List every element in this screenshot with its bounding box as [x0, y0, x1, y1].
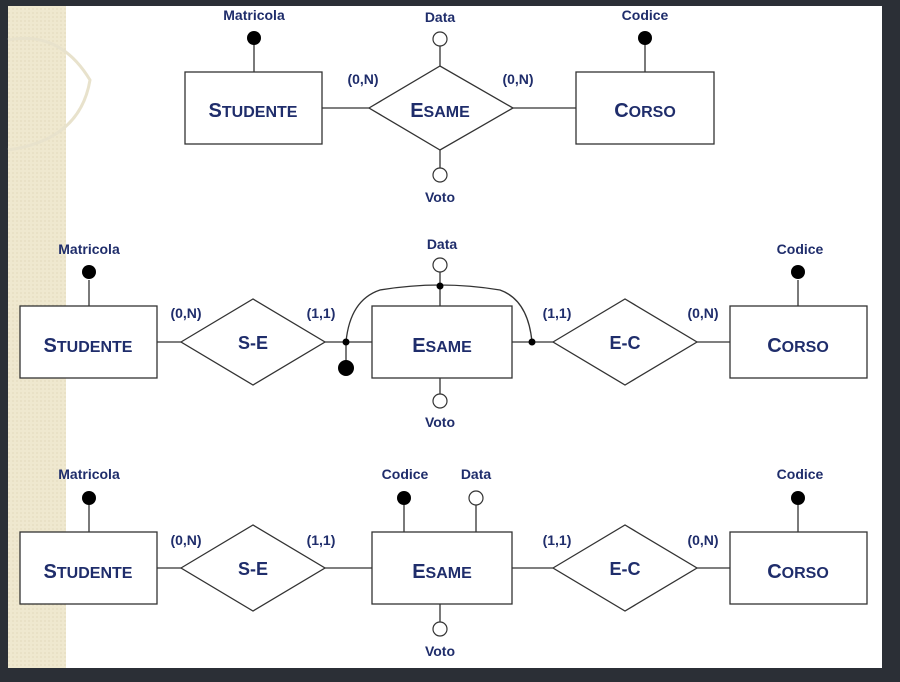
attribute-data: Data	[461, 466, 492, 482]
attribute-codice: Codice	[777, 466, 824, 482]
key-attribute-dot-icon	[638, 31, 652, 45]
key-attribute-dot-icon	[247, 31, 261, 45]
attribute-voto: Voto	[425, 189, 455, 205]
relationship-s-e-label: S-E	[238, 333, 268, 353]
attribute-codice: Codice	[622, 7, 669, 23]
entity-studente[interactable]	[184, 71, 323, 145]
entity-studente-label: STUDENTE	[44, 561, 133, 583]
entity-corso-label: CORSO	[767, 561, 829, 583]
cardinality: (0,N)	[170, 305, 201, 321]
entity-studente-label: STUDENTE	[44, 335, 133, 357]
relationship-e-c[interactable]	[551, 298, 699, 386]
entity-esame[interactable]	[371, 531, 513, 605]
attribute-voto: Voto	[425, 643, 455, 659]
entity-esame-label: ESAME	[412, 561, 472, 583]
cardinality: (1,1)	[307, 305, 336, 321]
entity-corso[interactable]	[575, 71, 715, 145]
entity-corso-label: CORSO	[614, 100, 676, 122]
diagram-1: STUDENTE ESAME CORSO Matricola Data Codi…	[184, 7, 715, 205]
attribute-matricola: Matricola	[223, 7, 285, 23]
relationship-s-e[interactable]	[179, 298, 327, 386]
diagram-2: STUDENTE S-E ESAME E-C CORSO Matricola D…	[19, 236, 868, 430]
decorative-arc	[7, 36, 92, 152]
key-attribute-dot-icon	[791, 491, 805, 505]
diagram-3: STUDENTE S-E ESAME E-C CORSO Matricola C…	[19, 466, 868, 659]
cardinality: (0,N)	[687, 532, 718, 548]
relationship-e-c-label: E-C	[610, 559, 641, 579]
relationship-e-c[interactable]	[551, 524, 699, 612]
entity-studente-label: STUDENTE	[209, 100, 298, 122]
attribute-codice: Codice	[777, 241, 824, 257]
attribute-dot-icon	[432, 621, 448, 637]
attribute-matricola: Matricola	[58, 241, 120, 257]
attribute-matricola: Matricola	[58, 466, 120, 482]
entity-esame-label: ESAME	[412, 335, 472, 357]
cardinality: (0,N)	[687, 305, 718, 321]
attribute-dot-icon	[468, 490, 484, 506]
attribute-dot-icon	[432, 31, 448, 47]
relationship-s-e[interactable]	[179, 524, 327, 612]
cardinality: (1,1)	[543, 532, 572, 548]
key-attribute-dot-icon	[82, 491, 96, 505]
key-attribute-dot-icon	[82, 265, 96, 279]
key-attribute-dot-icon	[791, 265, 805, 279]
relationship-s-e-label: S-E	[238, 559, 268, 579]
attribute-dot-icon	[432, 167, 448, 183]
attribute-voto: Voto	[425, 414, 455, 430]
key-attribute-dot-icon	[397, 491, 411, 505]
relationship-e-c-label: E-C	[610, 333, 641, 353]
attribute-data: Data	[425, 9, 456, 25]
cardinality: (0,N)	[347, 71, 378, 87]
entity-esame[interactable]	[371, 305, 513, 379]
entity-studente[interactable]	[19, 531, 158, 605]
cardinality: (1,1)	[543, 305, 572, 321]
entity-corso[interactable]	[729, 305, 868, 379]
attribute-data: Data	[427, 236, 458, 252]
relationship-esame-label: ESAME	[410, 100, 470, 122]
entity-corso-label: CORSO	[767, 335, 829, 357]
entity-corso[interactable]	[729, 531, 868, 605]
cardinality: (1,1)	[307, 532, 336, 548]
external-identifier-dot-icon	[338, 360, 354, 376]
cardinality: (0,N)	[502, 71, 533, 87]
entity-studente[interactable]	[19, 305, 158, 379]
cardinality: (0,N)	[170, 532, 201, 548]
relationship-esame[interactable]	[367, 65, 515, 151]
attribute-dot-icon	[432, 393, 448, 409]
attribute-codice-esame: Codice	[382, 466, 429, 482]
attribute-dot-icon	[432, 257, 448, 273]
